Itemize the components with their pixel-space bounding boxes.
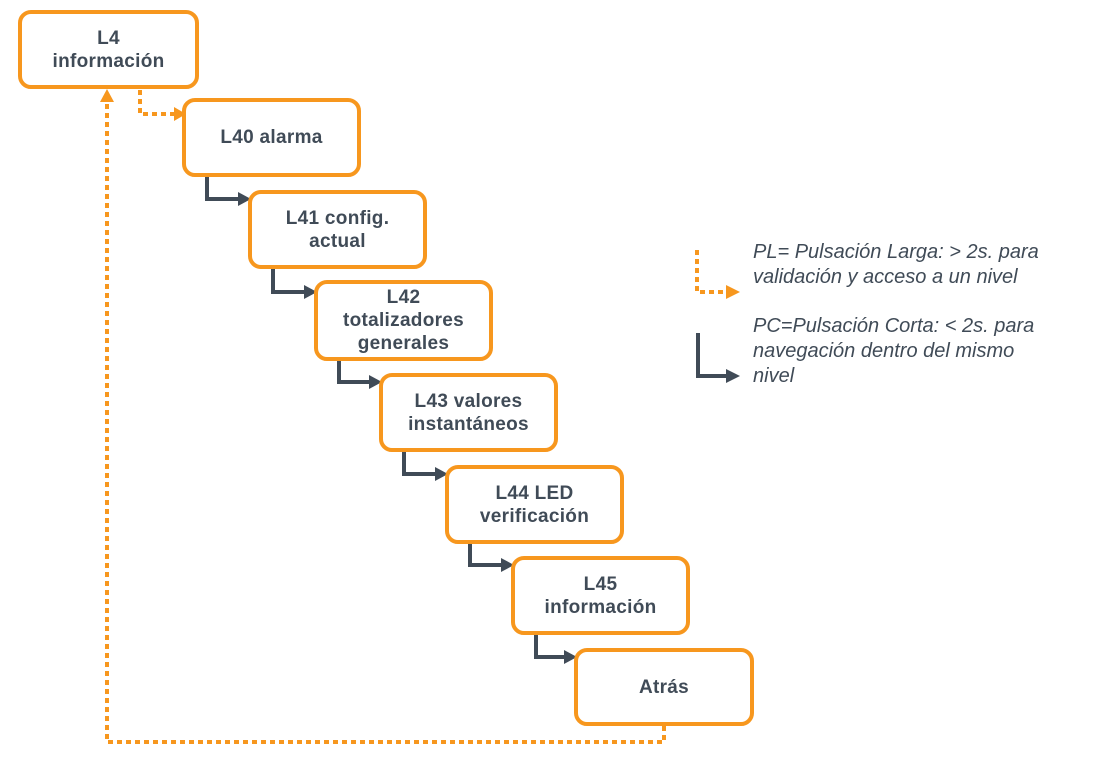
arrowhead-icon [564, 650, 577, 664]
node-label: L43 valores instantáneos [408, 390, 529, 435]
node-l45-informacion: L45 información [511, 556, 690, 635]
edge-l40-to-l41 [205, 176, 251, 206]
edge-back-to-l4 [100, 89, 666, 744]
edge-l43-to-l44 [402, 451, 448, 481]
node-l42-totalizadores: L42 totalizadores generales [314, 280, 493, 361]
node-l44-led: L44 LED verificación [445, 465, 624, 544]
arrowhead-icon [501, 558, 514, 572]
arrowhead-icon [174, 107, 186, 121]
node-label: L42 totalizadores generales [342, 287, 465, 354]
node-l41-config-actual: L41 config. actual [248, 190, 427, 269]
node-l4-informacion: L4 información [18, 10, 199, 89]
legend-short-press-icon [696, 333, 740, 383]
node-atras: Atrás [574, 648, 754, 726]
legend-long-press-text: PL= Pulsación Larga: > 2s. para validaci… [753, 241, 1039, 288]
node-l40-alarma: L40 alarma [182, 98, 361, 177]
arrowhead-icon [100, 89, 114, 102]
node-label: Atrás [638, 676, 690, 698]
edge-l42-to-l43 [337, 359, 382, 389]
node-label: L41 config. actual [285, 207, 390, 252]
edge-l45-to-back [534, 634, 577, 664]
edge-l41-to-l42 [271, 268, 317, 299]
edge-l44-to-l45 [468, 543, 514, 572]
node-label: L4 información [52, 27, 165, 72]
legend-short-press-text: PC=Pulsación Corta: < 2s. para navegació… [753, 315, 1035, 387]
arrowhead-icon [435, 467, 448, 481]
node-label: L45 información [544, 573, 657, 618]
edge-l4-to-l40 [138, 90, 186, 121]
legend-long-press-icon [695, 250, 740, 299]
node-label: L44 LED verificación [479, 482, 590, 527]
node-label: L40 alarma [220, 127, 323, 148]
node-l43-valores: L43 valores instantáneos [379, 373, 558, 452]
arrowhead-icon [304, 285, 317, 299]
arrowhead-icon [238, 192, 251, 206]
arrowhead-icon [369, 375, 382, 389]
